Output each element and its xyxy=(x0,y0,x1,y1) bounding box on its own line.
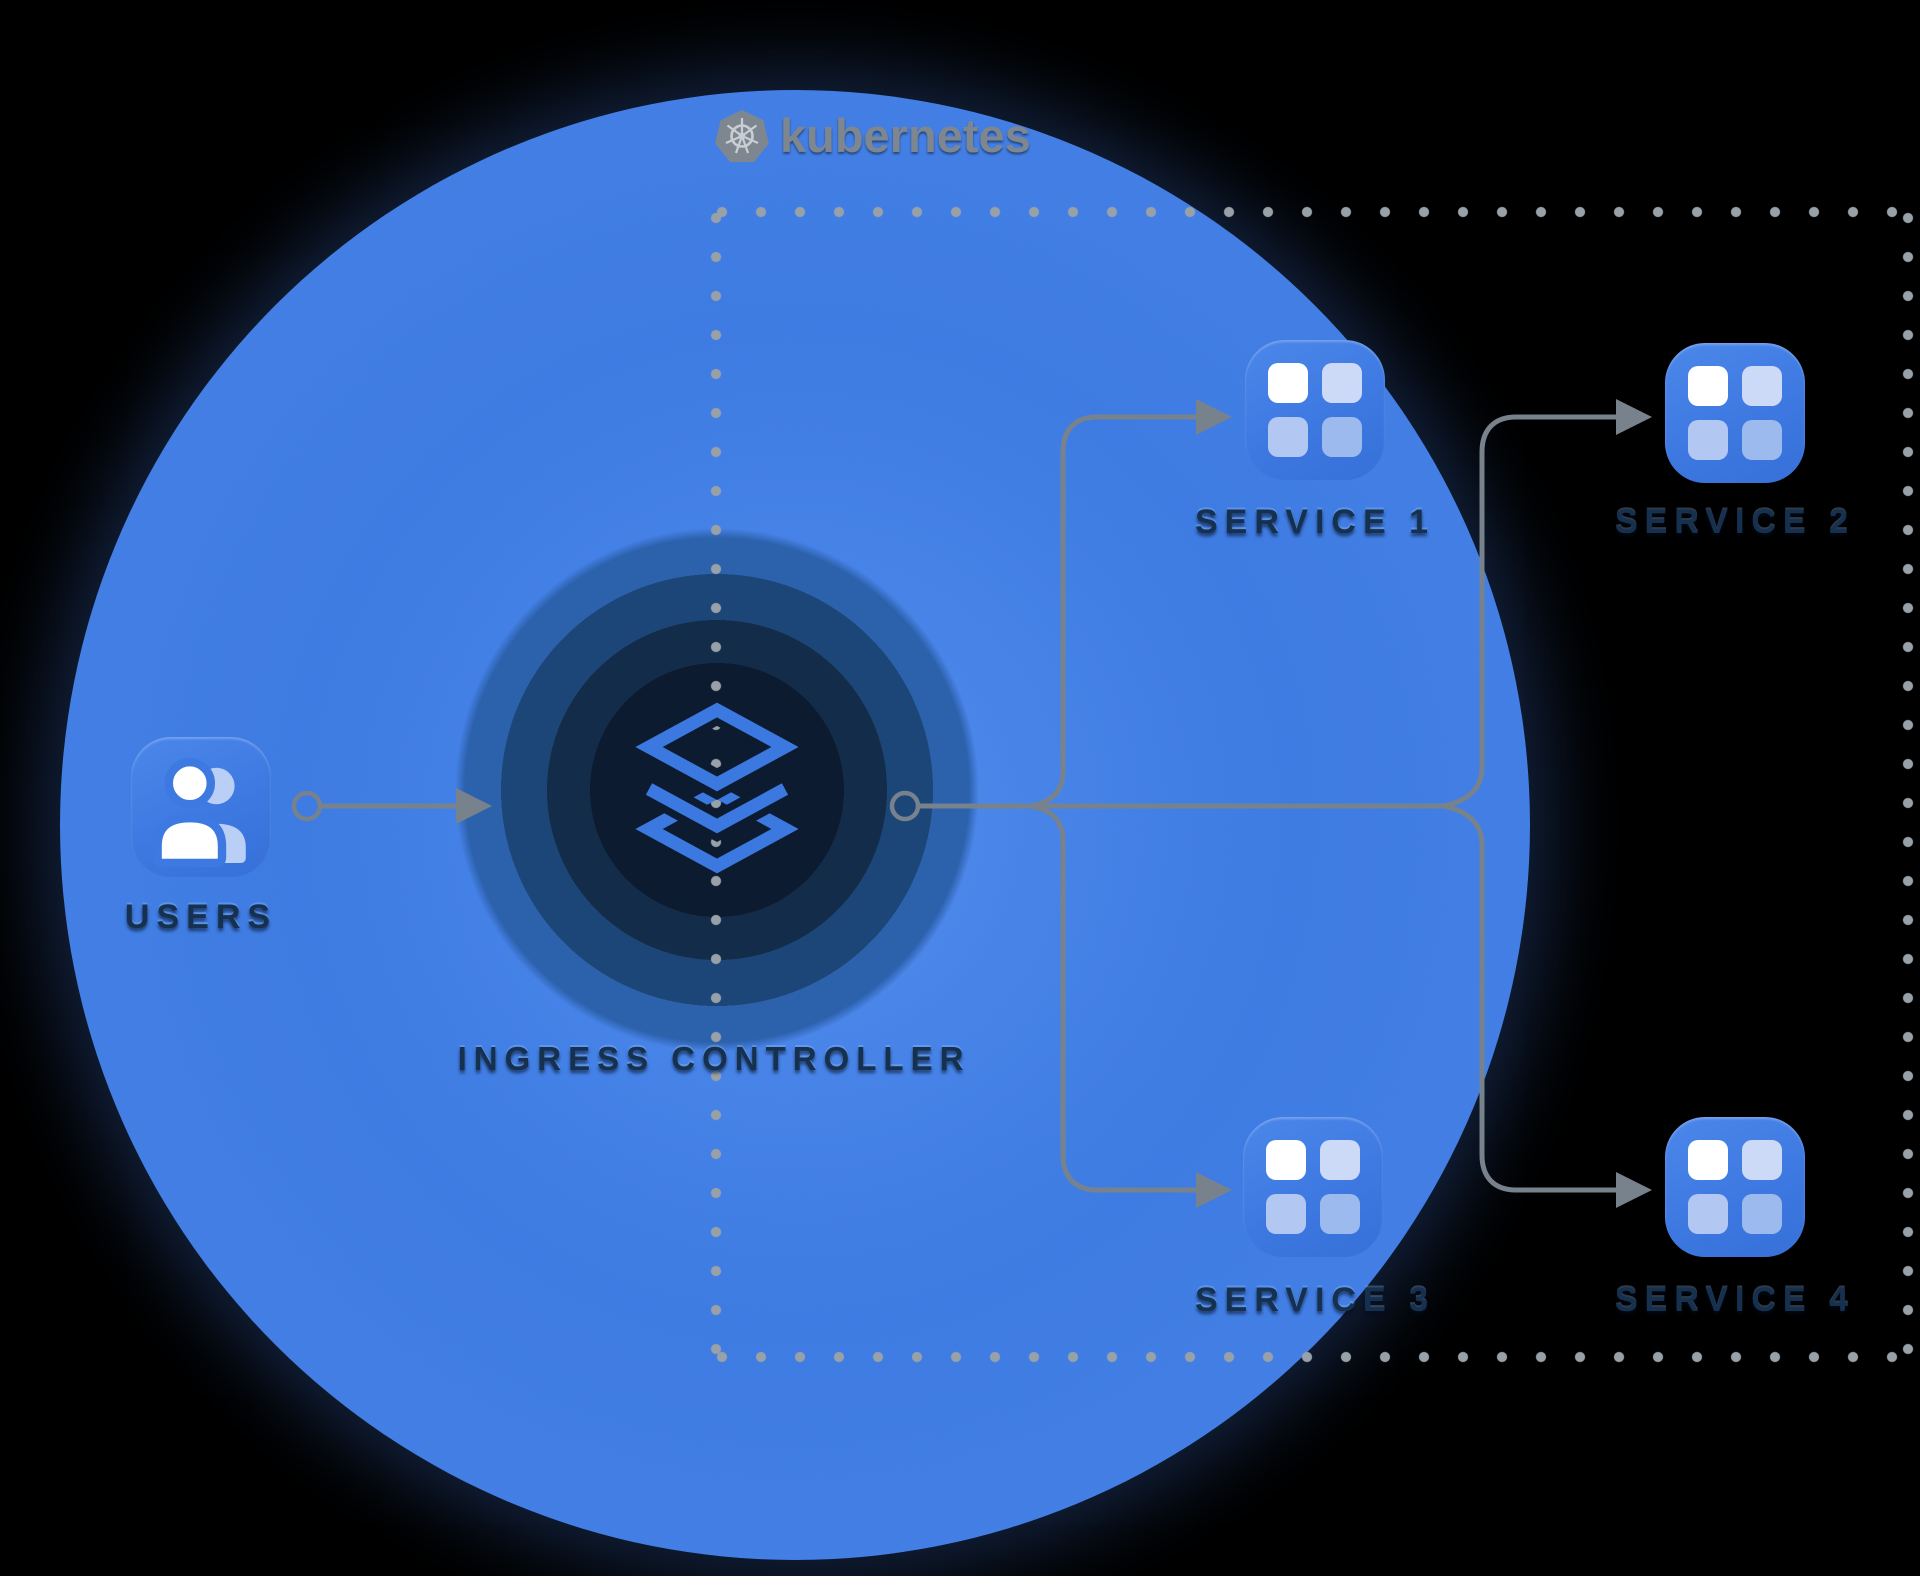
cluster-boundary-right xyxy=(1902,212,1914,1357)
arrowhead-to-service-4 xyxy=(1616,1172,1652,1208)
service-3-label: SERVICE 3 xyxy=(1194,1281,1436,1319)
cluster-boundary-top xyxy=(716,206,1910,218)
service-2-icon xyxy=(1665,343,1805,483)
app-grid-icon xyxy=(1268,363,1362,457)
ingress-controller-label: INGRESS CONTROLLER xyxy=(457,1040,971,1077)
service-4-icon xyxy=(1665,1117,1805,1257)
kubernetes-helm-icon xyxy=(715,109,769,162)
arrowhead-to-service-2 xyxy=(1616,399,1652,435)
service-4-label: SERVICE 4 xyxy=(1614,1281,1856,1319)
cluster-boundary-left xyxy=(710,212,722,1357)
users-icon xyxy=(131,737,271,877)
service-1-label: SERVICE 1 xyxy=(1194,503,1436,541)
app-grid-icon xyxy=(1266,1140,1360,1234)
app-grid-icon xyxy=(1688,366,1782,460)
cluster-boundary-bottom xyxy=(716,1351,1910,1363)
kubernetes-logo: kubernetes xyxy=(714,108,1031,163)
service-1-icon xyxy=(1245,340,1385,480)
people-glyph xyxy=(153,758,246,868)
service-3-icon xyxy=(1243,1117,1383,1257)
kubernetes-logo-text: kubernetes xyxy=(780,109,1031,162)
app-grid-icon xyxy=(1688,1140,1782,1234)
users-label: USERS xyxy=(124,898,278,936)
service-2-label: SERVICE 2 xyxy=(1614,503,1856,541)
